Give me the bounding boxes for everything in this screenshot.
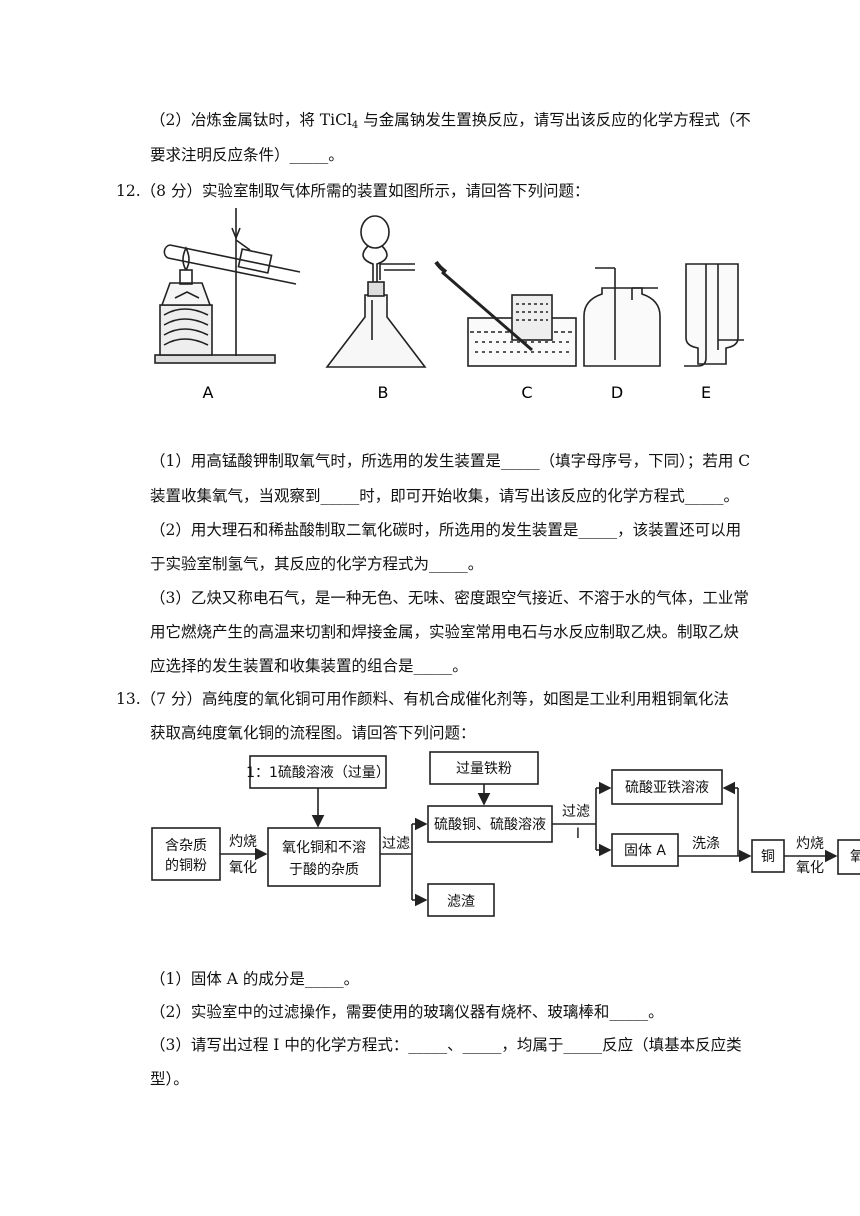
text-roast1-1: 灼烧 xyxy=(229,834,257,850)
text-filter2-mark: I xyxy=(576,826,580,842)
apparatus-b xyxy=(325,215,427,368)
q13-part2: （2）实验室中的过滤操作，需要使用的玻璃仪器有烧杯、玻璃棒和_____。 xyxy=(150,1003,664,1021)
text-acid: 1：1硫酸溶液（过量） xyxy=(246,765,390,781)
text-iron: 过量铁粉 xyxy=(456,761,512,777)
q13-part1: （1）固体 A 的成分是_____。 xyxy=(150,970,360,988)
label-b: B xyxy=(378,383,389,402)
q13-flowchart: 1：1硫酸溶液（过量） 过量铁粉 含杂质 的铜粉 灼烧 氧化 氧化铜和不溶 于酸… xyxy=(151,751,860,917)
text-roast1-2: 氧化 xyxy=(229,860,257,876)
box-residue xyxy=(427,883,495,917)
box-iron xyxy=(429,751,539,785)
box-product xyxy=(837,839,860,875)
box-copper xyxy=(751,839,785,873)
text-ferrous: 硫酸亚铁溶液 xyxy=(625,780,709,796)
label-a: A xyxy=(203,383,214,402)
apparatus-e xyxy=(684,263,744,367)
q12-part3-line3: 应选择的发生装置和收集装置的组合是_____。 xyxy=(150,657,468,675)
apparatus-a xyxy=(154,208,301,364)
text-solution: 硫酸铜、硫酸溶液 xyxy=(434,817,546,833)
q12-apparatus-figure: A B C D E xyxy=(154,208,744,402)
q12-part2-line1: （2）用大理石和稀盐酸制取二氧化碳时，所选用的发生装置是_____，该装置还可以… xyxy=(150,521,742,539)
apparatus-c xyxy=(434,260,577,367)
box-mix xyxy=(267,827,381,887)
q13-part3-line1: （3）请写出过程 I 中的化学方程式：_____、_____，均属于_____反… xyxy=(150,1036,742,1054)
box-solida xyxy=(611,833,679,867)
q12-header: 12.（8 分）实验室制取气体所需的装置如图所示，请回答下列问题： xyxy=(116,182,590,200)
q13-header-line1: 13.（7 分）高纯度的氧化铜可用作颜料、有机合成催化剂等，如图是工业利用粗铜氧… xyxy=(116,690,729,708)
box-raw xyxy=(151,827,221,881)
q11-text-b: 与金属钠发生置换反应，请写出该反应的化学方程式（不 xyxy=(358,111,751,129)
label-d: D xyxy=(611,383,623,402)
q13-header-line2: 获取高纯度氧化铜的流程图。请回答下列问题： xyxy=(150,724,476,742)
box-solution xyxy=(427,805,553,843)
text-product: 氧 xyxy=(850,849,860,865)
q12-part3-line1: （3）乙炔又称电石气，是一种无色、无味、密度跟空气接近、不溶于水的气体，工业常 xyxy=(150,589,749,607)
text-copper: 铜 xyxy=(761,849,775,865)
q13-part3-line2: 型）。 xyxy=(150,1070,189,1088)
q12-part1-line1: （1）用高锰酸钾制取氧气时，所选用的发生装置是_____（填字母序号，下同）；若… xyxy=(150,452,751,470)
text-residue: 滤渣 xyxy=(447,894,475,910)
text-roast2-2: 氧化 xyxy=(796,860,824,876)
apparatus-d xyxy=(583,267,661,367)
text-filter1: 过滤 xyxy=(382,836,410,852)
q11-part2-line1: （2）冶炼金属钛时，将 TiCl4 与金属钠发生置换反应，请写出该反应的化学方程… xyxy=(150,110,751,136)
text-raw-2: 的铜粉 xyxy=(165,858,207,874)
text-mix-2: 于酸的杂质 xyxy=(289,862,359,878)
q12-part1-line2: 装置收集氧气，当观察到_____时，即可开始收集，请写出该反应的化学方程式___… xyxy=(150,487,740,505)
text-filter2: 过滤 xyxy=(562,804,590,820)
q11-part2-line2: 要求注明反应条件）_____。 xyxy=(150,146,344,164)
label-e: E xyxy=(701,383,711,402)
subscript-4: 4 xyxy=(351,120,359,131)
box-ferrous xyxy=(611,769,723,805)
text-wash: 洗涤 xyxy=(692,836,720,852)
q12-part2-line2: 于实验室制氢气，其反应的化学方程式为_____。 xyxy=(150,555,484,573)
text-solida: 固体 A xyxy=(624,843,666,859)
label-c: C xyxy=(521,383,532,402)
q11-text-a: （2）冶炼金属钛时，将 TiCl xyxy=(150,111,352,129)
text-mix-1: 氧化铜和不溶 xyxy=(282,840,366,856)
text-roast2-1: 灼烧 xyxy=(796,836,824,852)
text-raw-1: 含杂质 xyxy=(165,838,207,854)
q12-part3-line2: 用它燃烧产生的高温来切割和焊接金属，实验室常用电石与水反应制取乙炔。制取乙炔 xyxy=(150,623,740,641)
